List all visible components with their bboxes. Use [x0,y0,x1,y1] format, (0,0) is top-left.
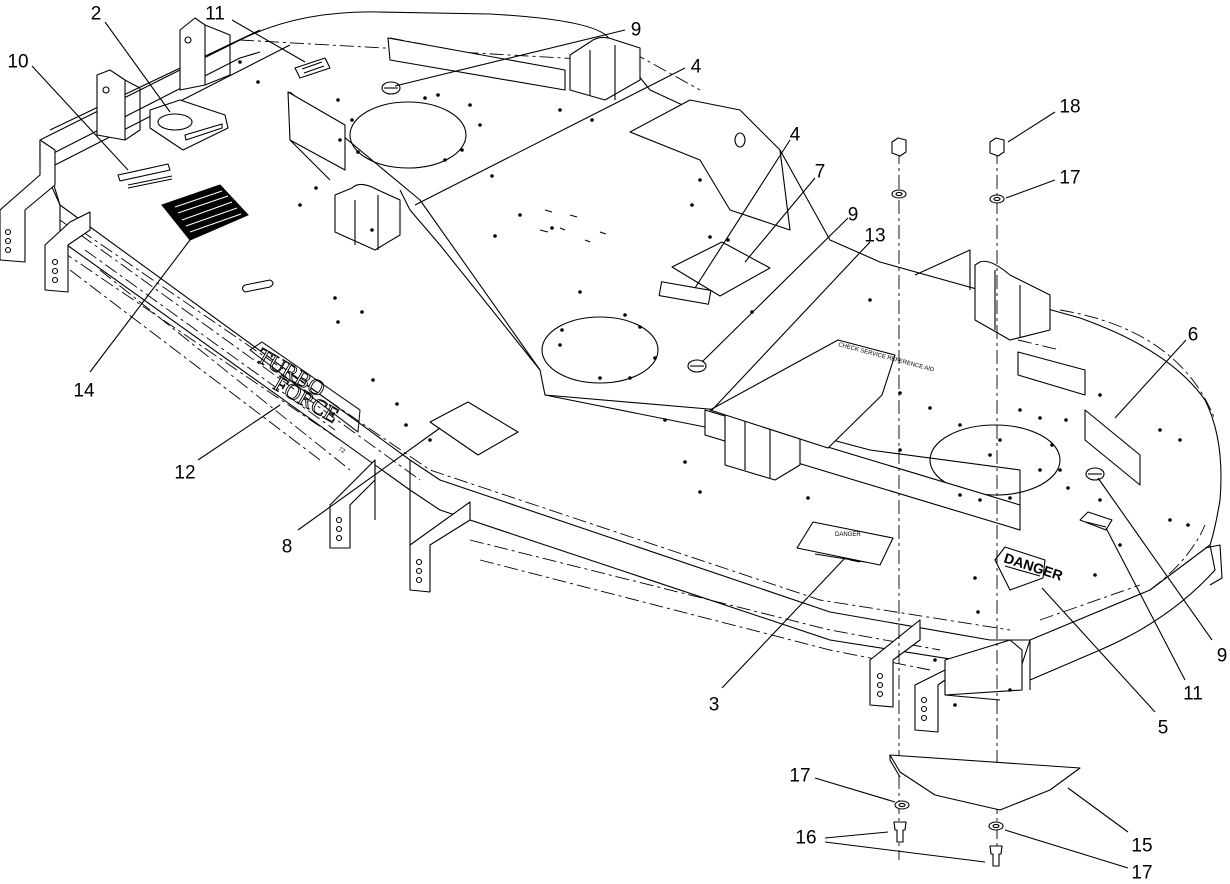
mount-bracket-right [974,260,1051,341]
mount-bracket-rear-center [569,36,641,101]
callout-item-3: 3 [709,695,720,716]
leader-line-item-3 [721,557,846,689]
decal-item-10 [117,163,171,182]
decal-item-3 [796,521,894,566]
callout-item-17: 17 [1059,168,1080,189]
leader-line-item-17 [1005,179,1056,199]
leader-line-item-10 [31,65,129,171]
leader-line-item-6 [1114,339,1187,419]
callout-item-9: 9 [1217,646,1228,667]
callout-item-12: 12 [174,463,195,484]
leader-line-item-5 [1041,587,1156,713]
decal-item-8 [429,401,519,456]
leader-line-item-12 [197,404,281,461]
deck-holes [238,60,1190,707]
leader-line-item-9 [1097,477,1213,641]
height-adjust-left [0,139,91,293]
callout-item-14: 14 [73,381,95,402]
callout-item-16: 16 [795,828,816,849]
center-mount-bracket [629,99,791,231]
callout-item-4: 4 [790,125,801,146]
bolt-item-18-right [989,137,1005,157]
leader-line-item-2 [104,21,171,113]
spindle-hole-left [349,101,467,169]
decal-item-11-right [1079,511,1113,531]
plate-item-15 [889,754,1081,811]
exploded-hardware [889,137,1081,867]
leader-line-item-17 [814,777,896,803]
callout-item-9: 9 [848,205,859,226]
mount-bracket-rear-left [334,183,401,251]
leader-line-item-13 [711,241,871,411]
callout-item-8: 8 [282,537,293,558]
bolt-item-18-left [891,137,907,157]
callout-item-9: 9 [631,20,642,41]
leader-line-item-14 [89,239,191,373]
leader-line-item-16 [824,831,889,839]
leader-lines [31,19,1213,869]
callout-item-17: 17 [1131,863,1152,884]
leader-line-item-16 [824,841,986,863]
baffle-plate-rear [287,91,346,171]
screw-item-16-left [893,821,907,843]
washer-item-17-top-left [891,189,907,199]
screw-item-16-right [989,845,1003,867]
mower-deck [0,11,1223,733]
callout-item-2: 2 [91,4,102,25]
callout-item-4: 4 [691,57,702,78]
spindle-hole-right [929,424,1061,496]
decal-item-5 [994,546,1046,591]
baffle-plate-right [1017,351,1086,396]
callout-item-11: 11 [205,4,225,25]
washer-item-17-bottom-right [988,821,1004,831]
callout-item-6: 6 [1188,325,1199,346]
deck-raised-plate [289,91,1021,510]
callout-item-18: 18 [1059,97,1080,118]
decal-item-2 [149,99,229,151]
deck-skirt-right [1029,544,1216,681]
callout-item-15: 15 [1131,836,1152,857]
leader-line-item-4 [694,139,791,289]
leader-line-item-8 [297,427,441,531]
height-adjust-front [329,459,946,733]
washer-item-17-top-right [989,194,1005,204]
callout-item-17: 17 [789,766,810,787]
callout-item-5: 5 [1158,718,1169,739]
leader-line-item-7 [744,177,816,263]
callout-item-10: 10 [7,52,28,73]
front-deflector [944,639,1023,696]
callout-item-13: 13 [864,226,885,247]
decal-item-13 [709,339,896,449]
leader-line-item-18 [1007,111,1056,143]
upright-rear-2 [96,69,126,141]
decal-item-3-text: DANGER [835,532,861,538]
discharge-chute-bracket [1084,409,1141,486]
leader-line-item-11 [231,19,306,63]
decal-item-7 [671,241,771,297]
leader-line-item-9 [701,217,849,363]
upright-rear-1 [179,17,206,91]
leader-line-item-9 [394,29,626,87]
callout-item-11: 11 [1183,684,1203,705]
leader-line-item-15 [1067,787,1129,833]
leader-line-item-17 [1004,829,1129,869]
spindle-hole-center [541,316,659,384]
decal-item-14 [161,184,249,241]
decal-item-11-top [294,57,331,79]
decal-item-12-model: 72 [337,447,346,456]
leader-line-item-11 [1105,527,1186,681]
callout-item-7: 7 [815,162,826,183]
leader-line-item-4 [414,67,686,206]
washer-item-17-bottom-left [894,800,910,810]
